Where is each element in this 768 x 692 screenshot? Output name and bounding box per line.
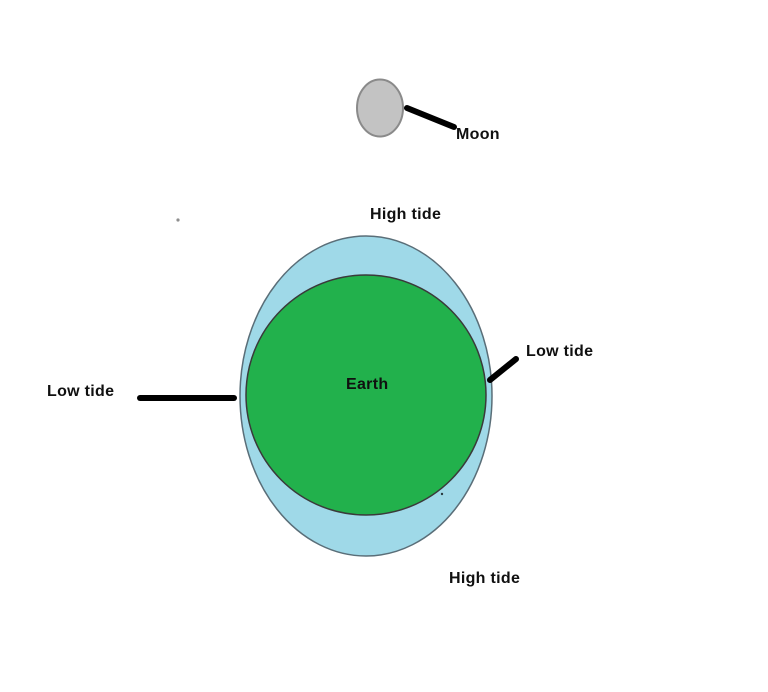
high-tide-top-label: High tide bbox=[370, 206, 442, 223]
earth-label: Earth bbox=[346, 376, 389, 393]
stray-dot-upper-left bbox=[176, 218, 180, 222]
moon-ellipse bbox=[356, 78, 404, 138]
low-tide-left-label: Low tide bbox=[47, 383, 115, 400]
low-tide-right-label: Low tide bbox=[526, 343, 594, 360]
moon-label: Moon bbox=[456, 126, 500, 143]
low-tide-right-pointer-line bbox=[487, 356, 519, 383]
stray-dot-lower-right bbox=[440, 492, 444, 496]
earth-circle bbox=[245, 274, 487, 516]
moon-pointer-line bbox=[404, 105, 457, 130]
high-tide-bottom-label: High tide bbox=[449, 570, 521, 587]
